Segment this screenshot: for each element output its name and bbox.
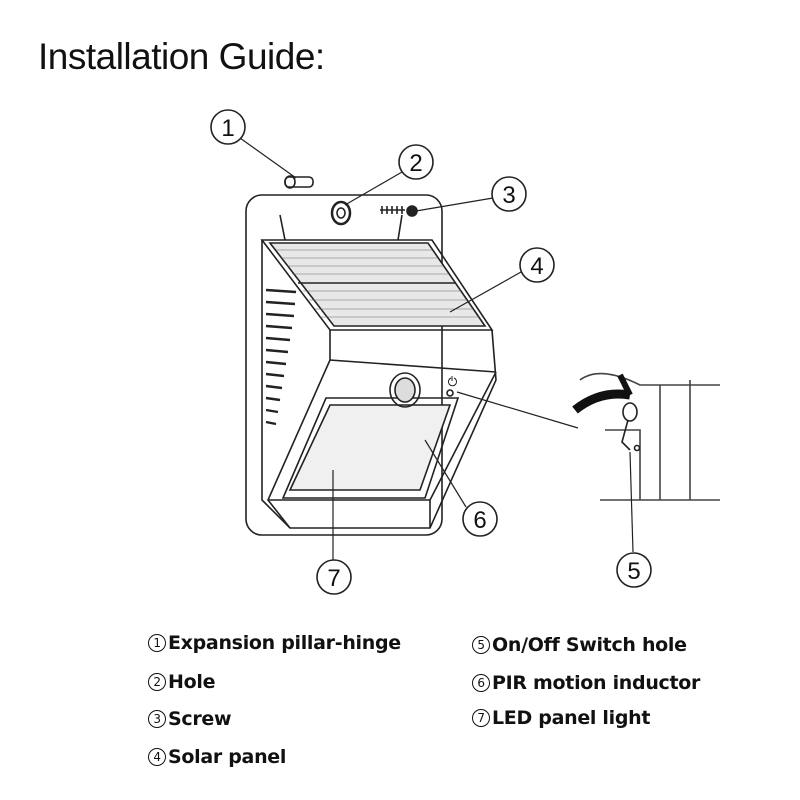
legend-text: Screw	[168, 708, 232, 730]
legend-text: LED panel light	[492, 707, 651, 729]
led-panel-frame	[281, 397, 460, 499]
svg-text:1: 1	[221, 115, 234, 142]
callout-6: 6	[462, 501, 498, 537]
svg-text:5: 5	[627, 558, 640, 585]
legend-number: 1	[148, 634, 166, 652]
svg-text:3: 3	[502, 182, 515, 209]
screw-icon	[380, 205, 418, 217]
callout-3: 3	[491, 176, 527, 212]
led-panel	[288, 404, 452, 491]
switch-hole-icon	[446, 389, 454, 397]
legend-number: 7	[472, 709, 490, 727]
legend-number: 3	[148, 710, 166, 728]
legend-text: Expansion pillar-hinge	[168, 632, 401, 654]
legend-text: Solar panel	[168, 746, 287, 768]
callout-2: 2	[398, 144, 434, 180]
pir-sensor-icon	[389, 372, 421, 408]
leader-lines	[239, 137, 634, 560]
hinge-tabs	[279, 214, 403, 241]
legend-number: 2	[148, 673, 166, 691]
callout-1: 1	[210, 109, 246, 145]
svg-text:7: 7	[327, 565, 340, 592]
callout-7: 7	[316, 559, 352, 595]
callout-5: 5	[616, 552, 652, 588]
legend-number: 6	[472, 674, 490, 692]
svg-text:4: 4	[530, 253, 543, 280]
switch-detail-inset	[572, 372, 720, 501]
legend-text: Hole	[168, 671, 216, 693]
legend-text: PIR motion inductor	[492, 672, 701, 694]
back-plate	[245, 194, 443, 536]
legend-number: 4	[148, 748, 166, 766]
legend-text: On/Off Switch hole	[492, 634, 687, 656]
solar-panel	[260, 239, 494, 331]
svg-text:2: 2	[409, 150, 422, 177]
power-icon	[448, 376, 457, 387]
light-body	[261, 240, 497, 529]
expansion-pillar-icon	[284, 175, 314, 189]
svg-text:6: 6	[473, 507, 486, 534]
callout-4: 4	[519, 247, 555, 283]
page-title: Installation Guide:	[38, 36, 325, 77]
legend-number: 5	[472, 636, 490, 654]
hole-icon	[330, 200, 352, 226]
